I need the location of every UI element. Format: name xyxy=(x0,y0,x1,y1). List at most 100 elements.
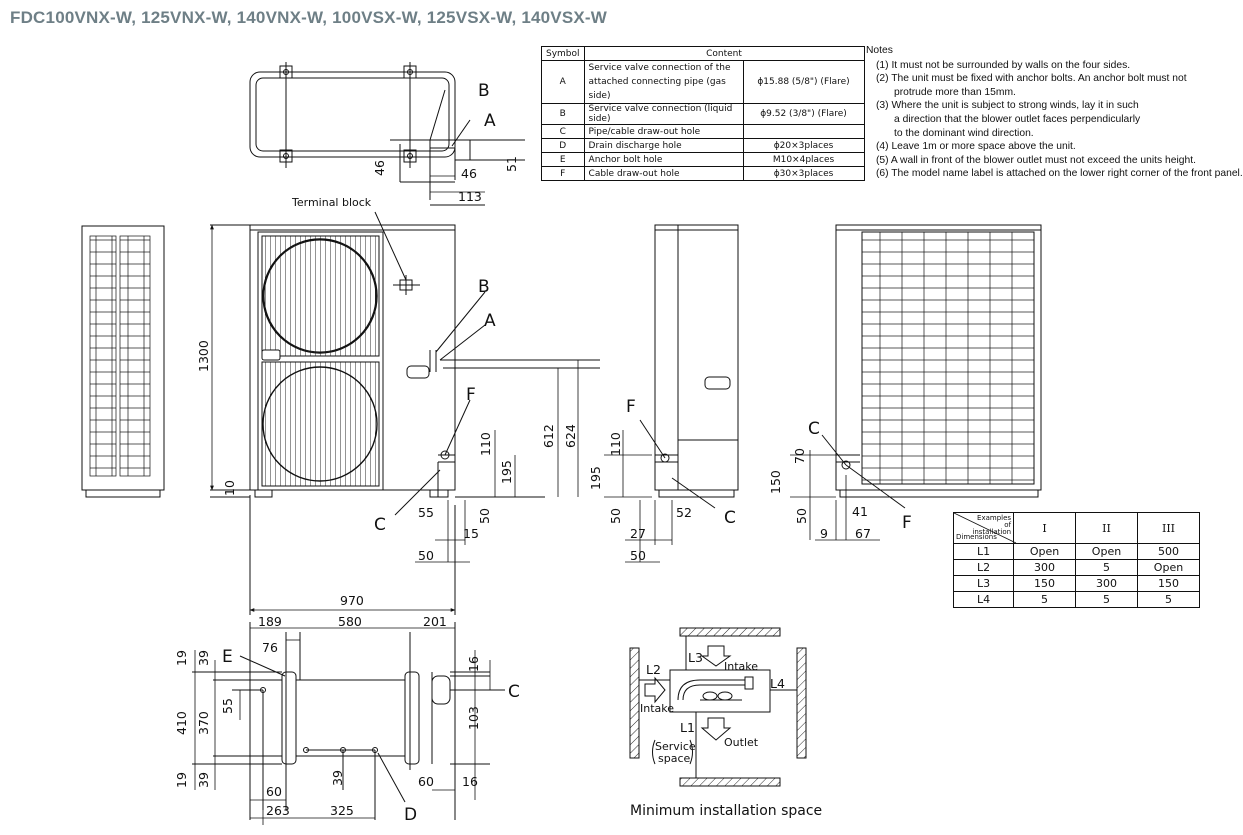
dim-front-50-horizontal: 50 xyxy=(418,548,434,563)
label-c-bottom: C xyxy=(508,682,520,702)
column-header: III xyxy=(1136,512,1201,544)
label-a-top: A xyxy=(484,111,496,131)
symbol-cell: F xyxy=(541,166,585,181)
intake-side-label: Intake xyxy=(640,702,674,715)
label-c-side: C xyxy=(724,508,736,528)
dim-height-1300: 1300 xyxy=(196,340,211,372)
dim-side-52: 52 xyxy=(676,505,692,520)
label-a-front: A xyxy=(484,311,496,331)
spec-cell: ϕ15.88 (5/8") (Flare) xyxy=(742,60,865,104)
dim-side-195: 195 xyxy=(588,466,603,490)
note-line: to the dominant wind direction. xyxy=(894,127,1034,139)
dim-bottom-60-left: 60 xyxy=(266,784,282,799)
dim-side-50-vertical: 50 xyxy=(608,508,623,524)
label-f-front: F xyxy=(466,385,476,405)
dim-cell: L4 xyxy=(952,591,1015,608)
value-cell: 150 xyxy=(1013,575,1077,592)
dim-rear-67: 67 xyxy=(855,526,871,541)
label-l1: L1 xyxy=(680,720,695,735)
dim-front-50-vertical: 50 xyxy=(477,508,492,524)
examples-corner-cell: Examples of installation Dimensions xyxy=(952,512,1017,544)
dim-front-195: 195 xyxy=(499,460,514,484)
table-row: L4 5 5 5 xyxy=(952,591,1201,608)
table-row: L2 300 5 Open xyxy=(952,559,1201,576)
terminal-block-label: Terminal block xyxy=(291,196,372,209)
note-line: (5) A wall in front of the blower outlet… xyxy=(876,154,1196,166)
note-line: (3) Where the unit is subject to strong … xyxy=(876,100,1139,112)
symbol-cell: A xyxy=(541,60,585,104)
label-c-rear: C xyxy=(808,419,820,439)
dim-bottom-39-bottom: 39 xyxy=(196,772,211,788)
dim-cell: L2 xyxy=(952,559,1015,576)
dim-cell: L3 xyxy=(952,575,1015,592)
dim-bottom-60-right: 60 xyxy=(418,774,434,789)
examples-header-bottom: Dimensions xyxy=(956,533,997,541)
dim-bottom-19-bottom: 19 xyxy=(174,772,189,788)
dim-side-27: 27 xyxy=(630,526,646,541)
dim-front-15: 15 xyxy=(463,526,479,541)
min-space-caption: Minimum installation space xyxy=(630,803,822,819)
value-cell: 5 xyxy=(1136,591,1201,608)
dim-top-113: 113 xyxy=(458,189,482,204)
dim-rear-150: 150 xyxy=(768,470,783,494)
spec-cell: ϕ30×3places xyxy=(742,166,865,181)
left-side-view xyxy=(81,225,165,498)
value-cell: 150 xyxy=(1136,575,1201,592)
note-line: a direction that the blower outlet faces… xyxy=(894,113,1141,125)
note-line: protrude more than 15mm. xyxy=(894,86,1016,98)
dim-612: 612 xyxy=(541,424,556,448)
label-e-bottom: E xyxy=(222,647,233,667)
intake-top-label: Intake xyxy=(724,660,758,673)
dim-top-51: 51 xyxy=(504,156,519,172)
label-f-rear: F xyxy=(902,513,912,533)
dim-bottom-39-drain: 39 xyxy=(330,770,345,786)
note-line: (4) Leave 1m or more space above the uni… xyxy=(876,141,1076,153)
value-cell: Open xyxy=(1013,543,1077,560)
label-d-bottom: D xyxy=(404,805,417,825)
installation-space-diagram xyxy=(629,627,807,787)
dim-side-50-horizontal: 50 xyxy=(630,548,646,563)
table-row: L3 150 300 150 xyxy=(952,575,1201,592)
dim-bottom-103: 103 xyxy=(466,706,481,730)
notes: Notes (1) It must not be surrounded by w… xyxy=(866,44,1243,181)
dim-bottom-325: 325 xyxy=(330,803,354,818)
dim-bottom-580: 580 xyxy=(338,614,362,629)
dim-bottom-370: 370 xyxy=(196,711,211,735)
column-header: II xyxy=(1075,512,1138,544)
value-cell: 300 xyxy=(1075,575,1138,592)
technical-drawing: B A 46 46 51 113 Terminal block B A F C … xyxy=(81,62,1042,825)
dim-bottom-263: 263 xyxy=(266,803,290,818)
dim-top-46-vertical: 46 xyxy=(372,160,387,176)
examples-table: Examples of installation Dimensions I II… xyxy=(952,512,1201,608)
notes-heading: Notes xyxy=(866,45,893,56)
front-view xyxy=(210,211,600,615)
dim-bottom-189: 189 xyxy=(258,614,282,629)
bottom-view xyxy=(192,622,505,820)
outlet-label: Outlet xyxy=(724,736,759,749)
note-line: (6) The model name label is attached on … xyxy=(876,168,1243,180)
dim-width-970: 970 xyxy=(340,593,364,608)
table-row: F Cable draw-out hole ϕ30×3places xyxy=(541,166,865,181)
examples-header-top: Examples of installation xyxy=(972,514,1012,536)
dim-rear-50: 50 xyxy=(794,508,809,524)
dim-rear-70: 70 xyxy=(792,448,807,464)
value-cell: Open xyxy=(1136,559,1201,576)
dim-bottom-410: 410 xyxy=(174,711,189,735)
label-l2: L2 xyxy=(646,662,661,677)
dim-side-110: 110 xyxy=(608,432,623,456)
label-c-front: C xyxy=(374,515,386,535)
label-l4: L4 xyxy=(770,676,785,691)
dim-bottom-39-top: 39 xyxy=(196,650,211,666)
dim-bottom-55: 55 xyxy=(220,698,235,714)
dim-624: 624 xyxy=(563,424,578,448)
label-b-front: B xyxy=(478,277,490,297)
dim-bottom-19-top: 19 xyxy=(174,650,189,666)
dimension-lines xyxy=(194,175,880,825)
service-space-label-1: Service xyxy=(655,740,696,753)
dim-bottom-76: 76 xyxy=(262,640,278,655)
corner-diagonal xyxy=(953,512,1017,544)
dim-bottom-16-bottom: 16 xyxy=(462,774,478,789)
top-view xyxy=(249,62,525,206)
note-line: (1) It must not be surrounded by walls o… xyxy=(876,59,1131,71)
dim-rear-9: 9 xyxy=(820,526,828,541)
